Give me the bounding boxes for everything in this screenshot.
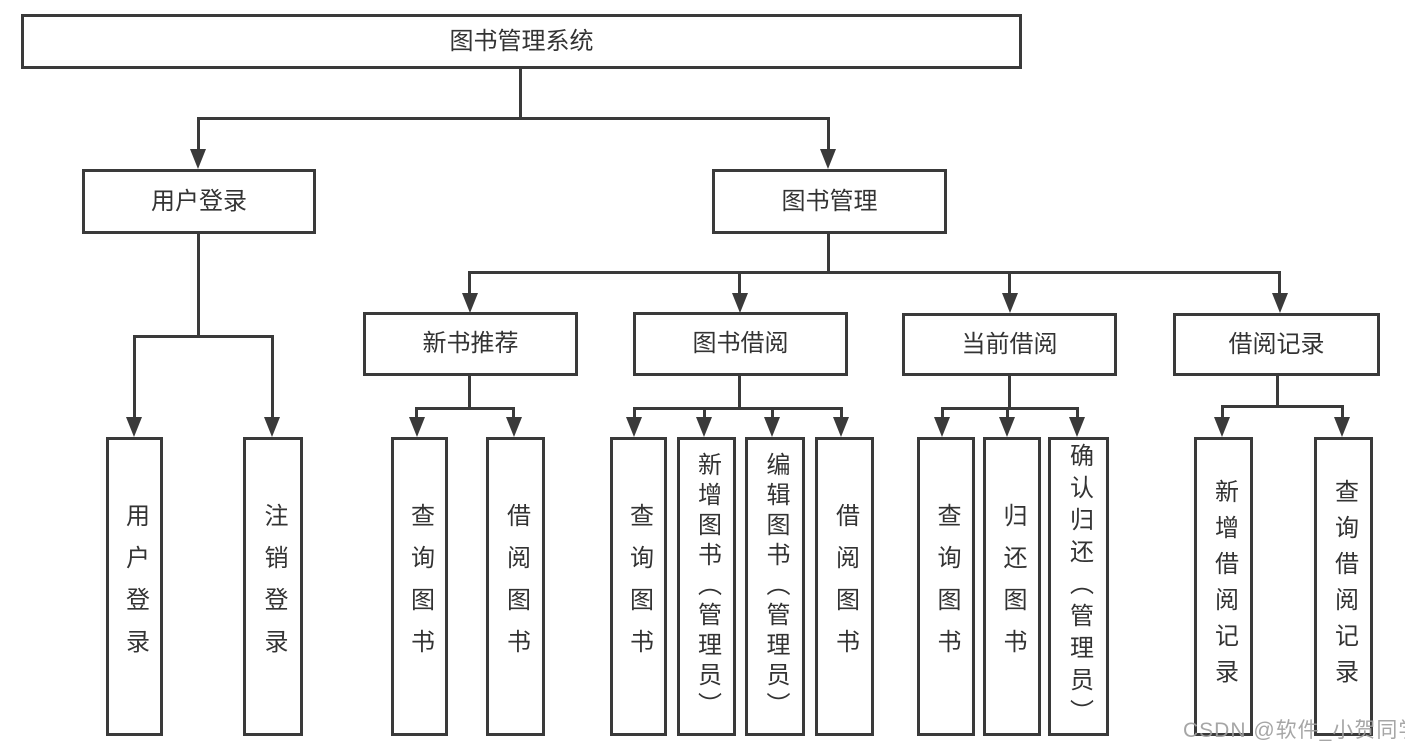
arrowhead-down-icon (999, 417, 1015, 437)
node-label: 新增图书（管理员） (693, 451, 721, 722)
node-borrowing-records: 借阅记录 (1173, 313, 1380, 376)
node-label: 查询图书 (933, 502, 960, 671)
leaf-borrow-book: 借阅图书 (815, 437, 874, 736)
node-library-management-system: 图书管理系统 (21, 14, 1022, 69)
arrowhead-down-icon (190, 149, 206, 169)
connector-line (703, 407, 706, 419)
arrowhead-down-icon (1214, 417, 1230, 437)
arrowhead-down-icon (1002, 293, 1018, 313)
csdn-watermark: CSDN @软件_小贺同学 (1183, 719, 1405, 742)
connector-line (1008, 271, 1011, 295)
connector-line (415, 407, 515, 410)
connector-line (1008, 376, 1011, 410)
node-label: 借阅图书 (831, 502, 859, 671)
arrowhead-down-icon (696, 417, 712, 437)
node-label: 当前借阅 (961, 330, 1058, 358)
connector-line (771, 407, 774, 419)
arrowhead-down-icon (934, 417, 950, 437)
connector-line (468, 376, 471, 410)
connector-line (827, 117, 830, 151)
arrowhead-down-icon (732, 293, 748, 313)
connector-line (738, 271, 741, 295)
connector-line (738, 376, 741, 410)
arrowhead-down-icon (820, 149, 836, 169)
leaf-query-book-recommend: 查询图书 (391, 437, 448, 736)
node-label: 注销登录 (260, 502, 287, 671)
leaf-query-borrow-record: 查询借阅记录 (1314, 437, 1373, 736)
node-label: 借阅图书 (502, 502, 530, 671)
node-label: 归还图书 (999, 502, 1026, 671)
connector-line (197, 117, 200, 151)
node-label: 新增借阅记录 (1210, 478, 1238, 695)
connector-line (468, 271, 1281, 274)
connector-line (633, 407, 843, 410)
connector-line (633, 407, 636, 419)
connector-line (133, 335, 274, 338)
leaf-query-book-current: 查询图书 (917, 437, 975, 736)
node-book-borrowing: 图书借阅 (633, 312, 848, 376)
node-label: 查询借阅记录 (1330, 478, 1358, 695)
leaf-logout-login: 注销登录 (243, 437, 303, 736)
node-label: 查询图书 (625, 502, 653, 671)
leaf-query-book-borrow: 查询图书 (610, 437, 667, 736)
node-new-book-recommend: 新书推荐 (363, 312, 578, 376)
arrowhead-down-icon (1272, 293, 1288, 313)
connector-line (1221, 405, 1224, 419)
connector-line (468, 271, 471, 295)
connector-line (133, 335, 136, 419)
connector-line (197, 117, 830, 120)
arrowhead-down-icon (264, 417, 280, 437)
leaf-user-login: 用户登录 (106, 437, 163, 736)
connector-line (1341, 405, 1344, 419)
arrowhead-down-icon (626, 417, 642, 437)
connector-line (840, 407, 843, 419)
arrowhead-down-icon (506, 417, 522, 437)
node-current-borrowing: 当前借阅 (902, 313, 1117, 376)
connector-line (941, 407, 944, 419)
leaf-confirm-return-admin: 确认归还（管理员） (1048, 437, 1109, 736)
node-label: 新书推荐 (422, 330, 519, 357)
leaf-add-book-admin: 新增图书（管理员） (677, 437, 736, 736)
leaf-add-borrow-record: 新增借阅记录 (1194, 437, 1253, 736)
connector-line (271, 335, 274, 419)
arrowhead-down-icon (764, 417, 780, 437)
node-label: 用户登录 (121, 502, 149, 671)
connector-line (512, 407, 515, 419)
arrowhead-down-icon (1334, 417, 1350, 437)
arrowhead-down-icon (126, 417, 142, 437)
connector-line (197, 234, 200, 338)
node-label: 查询图书 (406, 502, 434, 671)
connector-line (827, 234, 830, 274)
connector-line (1006, 407, 1009, 419)
connector-line (519, 68, 522, 119)
node-label: 图书管理系统 (449, 27, 594, 55)
leaf-borrow-book-recommend: 借阅图书 (486, 437, 545, 736)
connector-line (415, 407, 418, 419)
leaf-return-book: 归还图书 (983, 437, 1041, 736)
arrowhead-down-icon (1069, 417, 1085, 437)
arrowhead-down-icon (462, 293, 478, 313)
node-label: 用户登录 (151, 187, 247, 215)
node-label: 确认归还（管理员） (1065, 442, 1093, 731)
node-label: 图书管理 (781, 187, 878, 215)
node-label: 借阅记录 (1228, 330, 1325, 358)
connector-line (1076, 407, 1079, 419)
arrowhead-down-icon (833, 417, 849, 437)
connector-line (1276, 376, 1279, 408)
node-label: 编辑图书（管理员） (762, 451, 789, 722)
arrowhead-down-icon (409, 417, 425, 437)
node-user-login: 用户登录 (82, 169, 316, 234)
connector-line (1221, 405, 1344, 408)
connector-line (941, 407, 1079, 410)
connector-line (1278, 271, 1281, 295)
leaf-edit-book-admin: 编辑图书（管理员） (745, 437, 805, 736)
node-label: 图书借阅 (692, 330, 789, 357)
node-book-management: 图书管理 (712, 169, 947, 234)
